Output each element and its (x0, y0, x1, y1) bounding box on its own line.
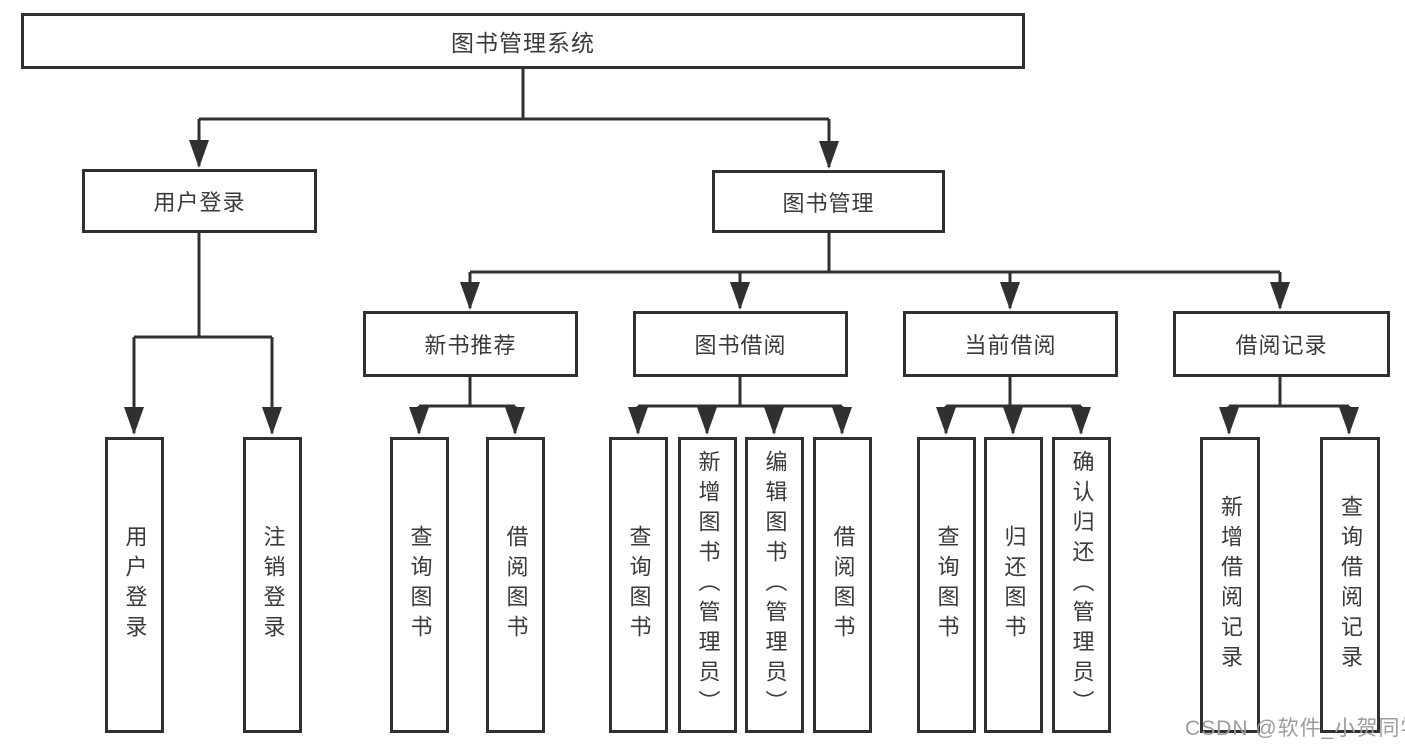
node-new-book-recommend: 新书推荐 (363, 311, 578, 377)
node-book-borrow: 图书借阅 (633, 311, 848, 377)
leaf-borrow-book-2: 借阅图书 (813, 437, 872, 733)
leaf-query-book-1: 查询图书 (390, 437, 449, 733)
leaf-user-login: 用户登录 (105, 437, 164, 733)
leaf-logout: 注销登录 (243, 437, 302, 733)
watermark: CSDN @软件_小贺同学 (1185, 717, 1405, 740)
node-book-management: 图书管理 (712, 170, 945, 233)
leaf-add-book-admin: 新增图书（管理员） (678, 437, 737, 733)
leaf-return-book: 归还图书 (984, 437, 1043, 733)
leaf-query-borrow-record: 查询借阅记录 (1320, 437, 1380, 733)
node-library-system: 图书管理系统 (21, 13, 1025, 69)
node-user-login-branch: 用户登录 (82, 169, 317, 233)
node-borrow-records: 借阅记录 (1173, 311, 1390, 377)
leaf-add-borrow-record: 新增借阅记录 (1200, 437, 1260, 733)
leaf-query-book-3: 查询图书 (917, 437, 976, 733)
leaf-confirm-return-admin: 确认归还（管理员） (1052, 437, 1111, 733)
connector-arrows (124, 69, 1359, 435)
leaf-edit-book-admin: 编辑图书（管理员） (745, 437, 804, 733)
leaf-query-book-2: 查询图书 (609, 437, 668, 733)
node-current-borrow: 当前借阅 (903, 311, 1118, 377)
leaf-borrow-book-1: 借阅图书 (486, 437, 545, 733)
